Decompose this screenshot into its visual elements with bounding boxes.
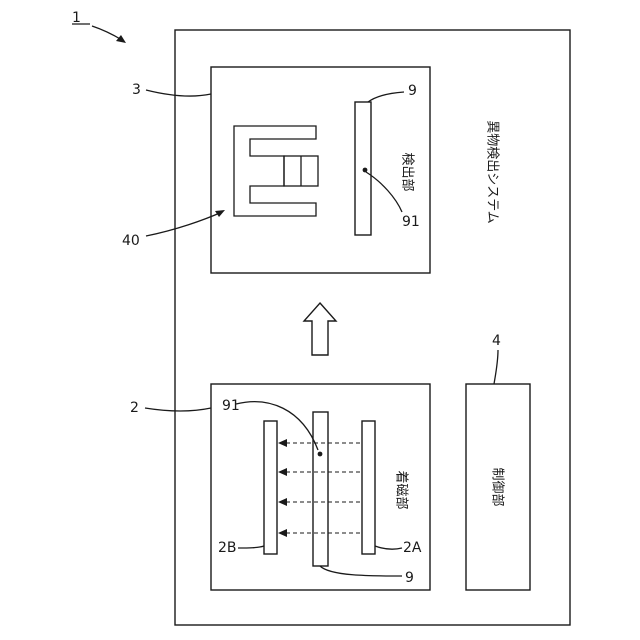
ref-control-unit: 4 [492, 333, 501, 349]
ref-system-leader [92, 26, 122, 40]
magnetize-unit-label: 着磁部 [394, 470, 410, 509]
ref-detect-unit: 3 [132, 82, 141, 98]
svg-text:制御部: 制御部 [490, 467, 505, 506]
object-in-magnetizer [313, 412, 328, 566]
ref-object-magnet: 9 [405, 570, 414, 586]
magnet-plate-2b [264, 421, 277, 554]
svg-text:着磁部: 着磁部 [394, 470, 410, 509]
detect-unit-box [211, 67, 430, 273]
svg-text:検出部: 検出部 [400, 152, 415, 191]
object-in-detector [355, 102, 371, 235]
detect-unit-label: 検出部 [400, 152, 415, 191]
ref-plate-2a: 2A [403, 540, 422, 556]
ref-foreign-detect: 91 [402, 214, 420, 230]
foreign-particle-magnet [318, 452, 323, 457]
control-unit-label: 制御部 [490, 467, 505, 506]
svg-text:異物検出システム: 異物検出システム [485, 120, 500, 224]
ref-magnetize-unit: 2 [130, 400, 139, 416]
ref-plate-2b: 2B [218, 540, 237, 556]
ref-magnet-array: 40 [122, 233, 140, 249]
magnet-plate-2a [362, 421, 375, 554]
ref-object-detect: 9 [408, 83, 417, 99]
system-label: 異物検出システム [485, 120, 500, 224]
ref-foreign-magnet: 91 [222, 398, 240, 414]
ref-system-arrowhead [116, 35, 126, 43]
